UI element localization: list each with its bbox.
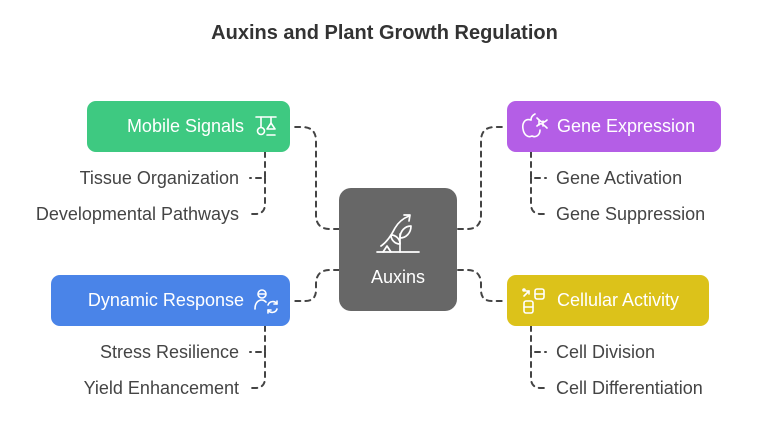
cells-icon	[519, 286, 549, 316]
leaf-cell-division: Cell Division	[556, 342, 656, 362]
gene-expression-node[interactable]: Gene Expression	[507, 101, 721, 152]
leaf-gene-suppression: Gene Suppression	[556, 204, 706, 224]
person-refresh-icon	[252, 287, 280, 315]
mobile-signals-label: Mobile Signals	[126, 116, 244, 136]
gene-expression-label: Gene Expression	[557, 116, 696, 136]
leaf-cell-differentiation: Cell Differentiation	[556, 378, 703, 398]
mobile-signals-node[interactable]: Mobile Signals	[87, 101, 290, 152]
cellular-activity-label: Cellular Activity	[557, 290, 680, 310]
leaf-stress-resilience: Stress Resilience	[99, 342, 239, 362]
cellular-activity-node[interactable]: Cellular Activity	[507, 275, 709, 326]
plant-growth-icon	[373, 212, 423, 261]
leaf-yield-enhancement: Yield Enhancement	[83, 378, 239, 398]
dynamic-response-label: Dynamic Response	[87, 290, 244, 310]
scales-icon	[252, 113, 280, 141]
diagram-title: Auxins and Plant Growth Regulation	[211, 22, 558, 44]
leaf-tissue-organization: Tissue Organization	[79, 168, 239, 188]
leaf-developmental-pathways: Developmental Pathways	[35, 204, 239, 224]
leaf-gene-activation: Gene Activation	[556, 168, 683, 188]
auxins-center-node[interactable]: Auxins	[339, 188, 457, 311]
dna-apple-icon	[519, 112, 549, 142]
auxins-label: Auxins	[370, 266, 426, 287]
dynamic-response-node[interactable]: Dynamic Response	[51, 275, 290, 326]
